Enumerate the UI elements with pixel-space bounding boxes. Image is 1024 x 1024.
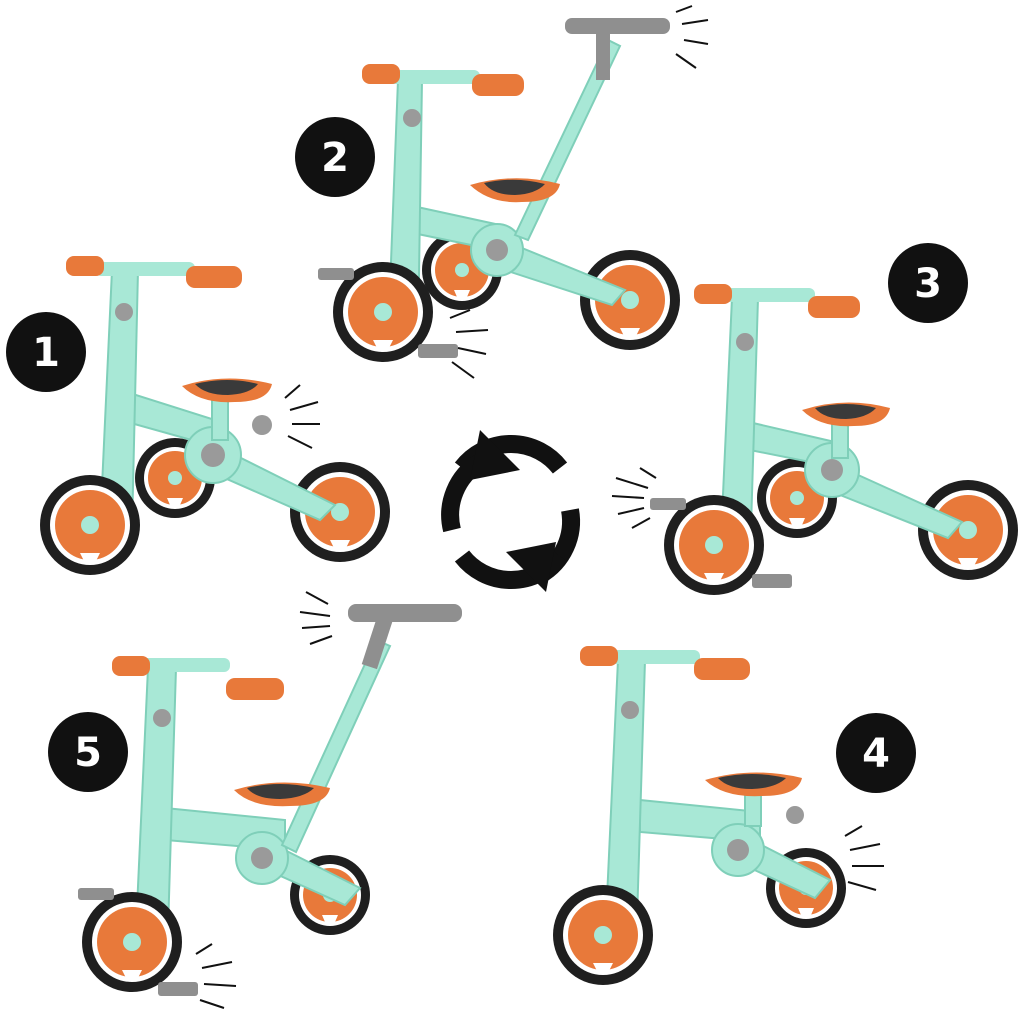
badge-5: 5 <box>48 712 128 792</box>
badge-4-label: 4 <box>862 731 890 777</box>
badge-3: 3 <box>888 243 968 323</box>
bike-5-push-balance-bike-icon <box>78 591 462 1009</box>
badge-3-label: 3 <box>914 261 942 307</box>
refresh-cycle-icon <box>441 430 581 592</box>
bike-3-pedal-tricycle-icon <box>611 284 1018 595</box>
badge-1-label: 1 <box>32 330 60 376</box>
bike-1-tricycle-icon <box>40 256 390 575</box>
badge-1: 1 <box>6 312 86 392</box>
bike-4-balance-bike-icon <box>553 646 884 985</box>
badge-4: 4 <box>836 713 916 793</box>
bike-2-push-tricycle-icon <box>318 5 709 379</box>
badge-2: 2 <box>295 117 375 197</box>
badge-2-label: 2 <box>321 135 349 181</box>
badge-5-label: 5 <box>74 730 102 776</box>
